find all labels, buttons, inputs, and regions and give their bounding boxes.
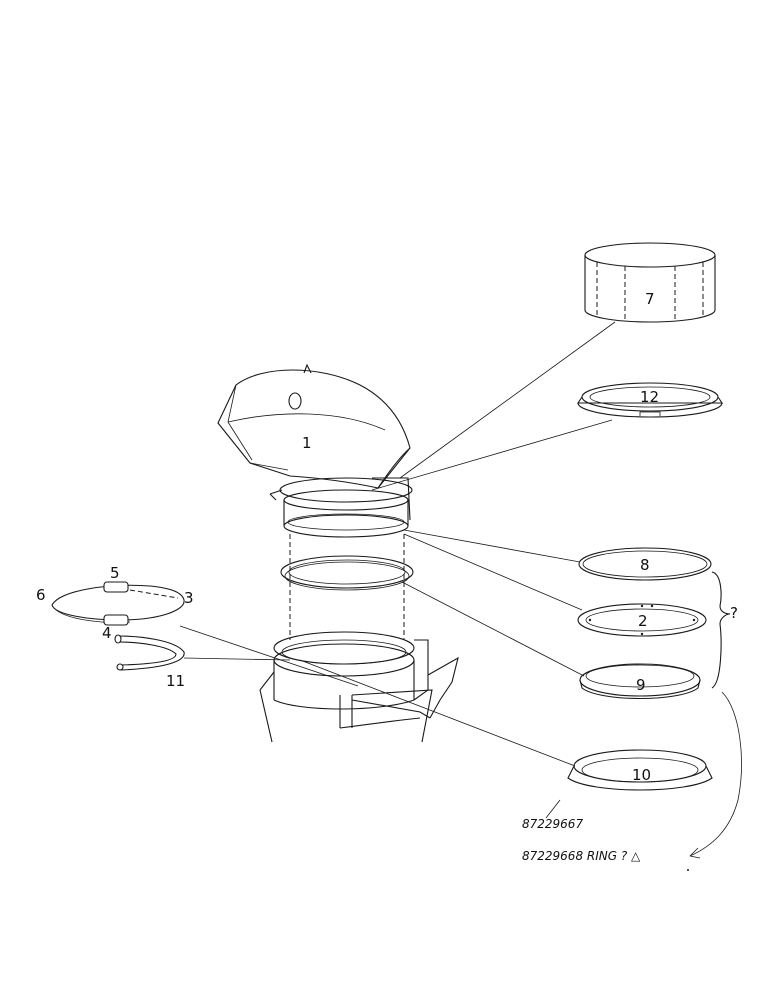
part-7-sleeve: 7: [584, 242, 716, 323]
brace-note: ?: [711, 571, 738, 689]
leader-lines: [179, 321, 616, 767]
callout-8: 8: [640, 556, 650, 574]
part-1-hood: 1: [217, 363, 411, 521]
callout-1: 1: [302, 434, 312, 452]
callout-3: 3: [184, 589, 194, 607]
guide-lines: [289, 534, 405, 640]
brace-question: ?: [730, 604, 738, 622]
callout-4: 4: [102, 624, 112, 642]
callout-7: 7: [645, 290, 655, 308]
callout-11: 11: [166, 672, 185, 690]
callout-12: 12: [640, 388, 659, 406]
part-9-ring: 9: [579, 663, 701, 700]
callout-5: 5: [110, 564, 120, 582]
callout-2: 2: [638, 612, 648, 630]
part-10-ring: 10: [567, 749, 713, 791]
part-2-ring: 2: [577, 603, 707, 637]
hood-collar: [269, 477, 413, 538]
callout-9: 9: [636, 676, 646, 694]
handwritten-notes: 87229667 87229668 RING ? △: [522, 691, 742, 871]
callout-6: 6: [36, 586, 46, 604]
part-8-ring: 8: [578, 547, 712, 581]
part-12-ring: 12: [576, 382, 724, 418]
clamp-assembly: 5 6 3 4: [36, 564, 194, 642]
callout-10: 10: [632, 766, 651, 784]
ring-9-exploded: [280, 555, 414, 591]
part-11-strip: 11: [114, 634, 185, 690]
note-part-number-2: 87229668 RING ? △: [522, 849, 641, 863]
lower-housing: [259, 631, 459, 743]
note-part-number-1: 87229667: [522, 817, 583, 831]
